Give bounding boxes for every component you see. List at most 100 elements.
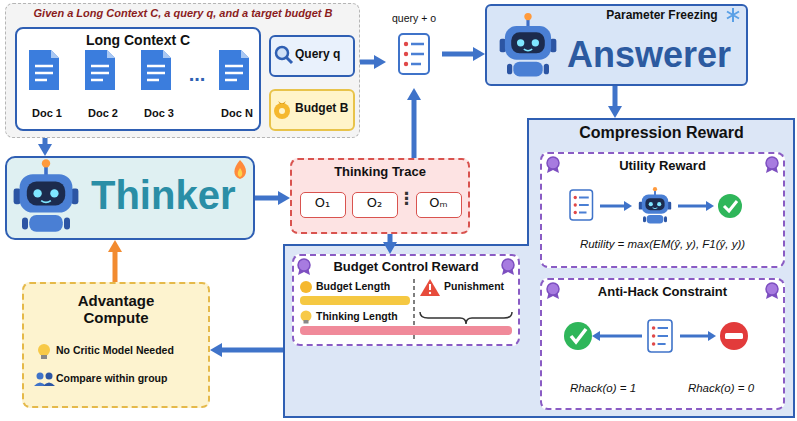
advantage-icons bbox=[34, 344, 55, 386]
node-title: Thinker bbox=[91, 172, 253, 218]
node-text: Compare within group bbox=[56, 372, 206, 384]
budget-illustration bbox=[413, 279, 415, 339]
flow-arrow bbox=[43, 138, 48, 146]
flame-icon bbox=[234, 160, 246, 179]
trace-box: Thinking TraceO₁ O₂ Oₘ bbox=[290, 158, 470, 234]
flow-arrow bbox=[113, 250, 118, 282]
node-text: Rhack(o) = 0 bbox=[666, 382, 776, 395]
anti-hack-illustration bbox=[592, 331, 600, 341]
advantage-icons bbox=[34, 383, 46, 387]
document-icon bbox=[29, 50, 249, 90]
document-icon bbox=[85, 50, 115, 90]
list-icon bbox=[648, 320, 672, 352]
budget-illustration bbox=[300, 279, 512, 339]
budget-box: Budget B bbox=[269, 89, 355, 131]
list-icon bbox=[570, 190, 593, 220]
advantage-box: Advantage ComputeNo Critic Model NeededC… bbox=[22, 282, 210, 408]
medal-icon bbox=[547, 283, 559, 299]
anti-hack-illustration bbox=[720, 322, 748, 350]
budget-illustration bbox=[300, 326, 512, 335]
magnifier-icon bbox=[276, 47, 292, 63]
robot-icon bbox=[14, 159, 79, 232]
medal-icon bbox=[298, 259, 310, 275]
utility-illustration bbox=[570, 190, 742, 220]
query-box: Query q bbox=[269, 35, 355, 77]
trace-step: O₁ bbox=[300, 192, 346, 218]
utility-illustration bbox=[600, 205, 624, 208]
money-bag-icon bbox=[279, 108, 285, 114]
node-title: Long Context C bbox=[17, 32, 259, 48]
document-item: Doc 1 bbox=[25, 51, 69, 123]
document-item: Doc 3 bbox=[137, 51, 181, 123]
budget-illustration bbox=[420, 279, 440, 296]
node-title: Parameter Freezing bbox=[585, 9, 739, 23]
context-box: Long Context C Doc 1 Doc 2 Doc 3 Doc N bbox=[15, 27, 261, 131]
medal-icon bbox=[298, 157, 778, 299]
node-title: Doc 3 bbox=[137, 107, 181, 120]
advantage-icons bbox=[46, 373, 53, 380]
flame-icon bbox=[238, 168, 243, 177]
anti-hack-illustration bbox=[571, 329, 586, 342]
node-title: Doc 1 bbox=[25, 107, 69, 120]
anti-hack-box: Anti-Hack ConstraintRhack(o) = 1Rhack(o)… bbox=[540, 278, 785, 410]
flame-icon bbox=[234, 160, 246, 179]
node-title: Given a Long Context C, a query q, and a… bbox=[10, 7, 356, 20]
budget-illustration bbox=[300, 296, 410, 305]
node-title: Doc 2 bbox=[81, 107, 125, 120]
node-title: Thinking Trace bbox=[292, 165, 468, 180]
anti-hack-illustration bbox=[680, 335, 708, 338]
budget-illustration bbox=[300, 281, 312, 293]
utility-illustration bbox=[724, 201, 737, 211]
snowflake-icon bbox=[727, 8, 739, 22]
magnifier-icon bbox=[276, 47, 288, 59]
robot-icon bbox=[639, 187, 671, 223]
trace-step: Oₘ bbox=[416, 192, 462, 218]
node-text: No Critic Model Needed bbox=[56, 344, 206, 356]
budget-illustration bbox=[301, 311, 312, 322]
utility-illustration bbox=[706, 201, 714, 211]
flow-arrow bbox=[220, 348, 283, 353]
node-title: Budget B bbox=[295, 102, 353, 116]
document-icon bbox=[141, 50, 171, 90]
budget-illustration bbox=[420, 312, 512, 324]
medal-icon bbox=[547, 157, 559, 173]
document-item: Doc N bbox=[215, 51, 259, 123]
flow-arrow bbox=[255, 196, 280, 201]
magnifier-icon bbox=[287, 58, 293, 64]
anti-hack-illustration bbox=[564, 320, 748, 352]
list-icon bbox=[399, 34, 429, 74]
anti-hack-illustration bbox=[725, 333, 743, 339]
node-text: Thinking Length bbox=[316, 310, 416, 322]
document-item: Doc 2 bbox=[81, 51, 125, 123]
flow-arrow bbox=[412, 98, 417, 158]
money-bag-icon bbox=[274, 101, 290, 119]
anti-hack-illustration bbox=[600, 335, 642, 338]
utility-illustration bbox=[678, 205, 706, 208]
node-text: Punishment bbox=[444, 280, 516, 292]
utility-illustration bbox=[718, 194, 742, 218]
flow-arrow bbox=[388, 234, 393, 244]
trace-step: O₂ bbox=[352, 192, 398, 218]
node-title: O₁ bbox=[301, 196, 344, 211]
flow-arrow bbox=[360, 60, 376, 65]
document-icon bbox=[219, 50, 249, 90]
utility-illustration bbox=[624, 201, 632, 211]
node-title: Oₘ bbox=[417, 196, 460, 211]
anti-hack-illustration bbox=[564, 322, 592, 350]
prompt-icon: query + o bbox=[386, 8, 442, 88]
utility-box: Utility RewardRutility = max(EM(ŷ, y), F… bbox=[540, 152, 785, 268]
snowflake-icon bbox=[727, 8, 739, 22]
document-icon bbox=[29, 50, 59, 90]
flow-arrow bbox=[442, 52, 475, 57]
money-bag-icon bbox=[278, 101, 286, 104]
medal-icon bbox=[502, 259, 514, 275]
answerer-box: Parameter FreezingAnswerer bbox=[485, 4, 748, 86]
robot-icon bbox=[14, 13, 672, 232]
advantage-icons bbox=[37, 373, 44, 380]
node-text: Budget Length bbox=[316, 280, 408, 292]
node-title: Utility Reward bbox=[542, 159, 783, 174]
robot-icon bbox=[500, 13, 557, 77]
reward-panel: Compression RewardUtility RewardRutility… bbox=[283, 118, 795, 418]
